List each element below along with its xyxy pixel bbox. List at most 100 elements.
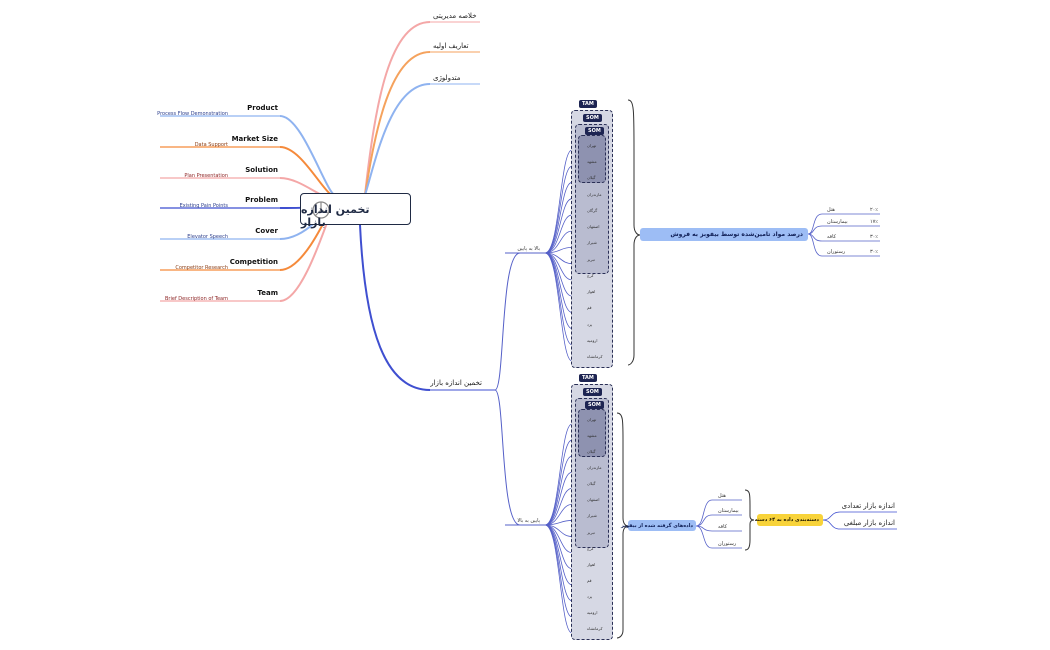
category-0[interactable]: هتل xyxy=(718,493,726,499)
td-city-11[interactable]: یزد xyxy=(587,321,593,327)
bu-city-9[interactable]: اهواز xyxy=(587,561,596,567)
percent-node-label: درصد مواد تامین‌شده توسط بیفوبز به فروش xyxy=(670,231,803,238)
bu-city-8[interactable]: کرج xyxy=(587,545,594,551)
root-title: تخمین اندازه بازار xyxy=(301,203,370,229)
category-3[interactable]: رستوران xyxy=(718,541,737,547)
td-city-9[interactable]: اهواز xyxy=(587,289,596,295)
percent-branch-0 xyxy=(807,213,823,235)
category-bracket xyxy=(744,489,755,551)
market-size-node[interactable]: تخمین اندازه بازار xyxy=(430,379,482,387)
td-city-branch-0 xyxy=(544,149,573,254)
td-city-4[interactable]: گرگان xyxy=(587,207,598,213)
bu-city-branch-3 xyxy=(544,471,573,526)
bu-tag-0: TAM xyxy=(579,374,597,382)
percent-item-1[interactable]: بیمارستان xyxy=(827,219,848,225)
output-1[interactable]: اندازه بازار مبلغی xyxy=(843,519,895,527)
bu-city-11[interactable]: یزد xyxy=(587,593,593,599)
bu-city-1[interactable]: مشهد xyxy=(587,433,597,439)
right-branch-2 xyxy=(364,83,431,196)
percent-item-2[interactable]: کافه xyxy=(827,234,836,240)
category-branch-3 xyxy=(695,525,713,549)
bu-city-12[interactable]: ارومیه xyxy=(587,609,598,615)
bu-city-3[interactable]: مازندران xyxy=(587,465,602,471)
td-city-5[interactable]: اصفهان xyxy=(587,224,600,230)
left-topic-6[interactable]: Team xyxy=(257,289,278,297)
percent-node[interactable]: درصد مواد تامین‌شده توسط بیفوبز به فروش xyxy=(640,228,808,241)
td-city-branch-10 xyxy=(544,252,573,313)
category-2[interactable]: کافه xyxy=(718,524,727,530)
bu-tag-2: SOM xyxy=(585,401,604,409)
td-city-7[interactable]: تبریز xyxy=(587,256,595,262)
td-city-6[interactable]: شیراز xyxy=(587,240,597,246)
bu-city-5[interactable]: اصفهان xyxy=(587,497,600,503)
top-down-branch xyxy=(494,252,521,391)
left-sub-0: Process Flow Demonstration xyxy=(157,111,228,117)
category-branch-1 xyxy=(695,514,713,527)
td-city-13[interactable]: کرمانشاه xyxy=(587,354,603,359)
bottom-up-node[interactable]: پایین به بالا xyxy=(517,518,540,524)
data-source-node[interactable]: داده‌های گرفته شده از بیفوبز xyxy=(621,520,696,531)
bu-city-7[interactable]: تبریز xyxy=(587,529,595,535)
classification-node[interactable]: دسته‌بندی داده به ۶۴ دسته xyxy=(754,514,823,526)
left-topic-4[interactable]: Cover xyxy=(255,227,278,235)
market-branch xyxy=(359,224,431,391)
right-branch-1 xyxy=(364,51,431,196)
td-city-branch-4 xyxy=(544,214,573,254)
pie-chart-icon xyxy=(311,200,331,224)
classification-label: دسته‌بندی داده به ۶۴ دسته xyxy=(754,517,819,523)
bu-city-10[interactable]: قم xyxy=(587,577,592,583)
td-city-12[interactable]: ارومیه xyxy=(587,337,598,343)
output-branch-1 xyxy=(822,519,841,530)
td-bracket xyxy=(627,99,641,366)
left-topic-3[interactable]: Problem xyxy=(245,196,278,204)
right-topic-1[interactable]: تعاریف اولیه xyxy=(433,42,469,50)
bu-city-4[interactable]: گیلان xyxy=(587,481,596,487)
percent-item-3[interactable]: رستوران xyxy=(827,249,846,255)
right-topic-0[interactable]: خلاصه مدیریتی xyxy=(433,12,477,20)
left-sub-1: Data Support xyxy=(194,142,228,148)
td-tag-2: SOM xyxy=(585,127,604,135)
percent-value-1: ۱۷٪ xyxy=(869,219,878,225)
category-1[interactable]: بیمارستان xyxy=(718,508,739,514)
left-sub-2: Plan Presentation xyxy=(184,173,228,179)
td-city-branch-1 xyxy=(544,165,573,254)
bu-city-2[interactable]: گیلان xyxy=(587,449,596,455)
left-topic-5[interactable]: Competition xyxy=(229,258,278,266)
bu-city-branch-5 xyxy=(544,503,573,526)
top-down-node[interactable]: بالا به پایین xyxy=(517,246,540,252)
left-topic-0[interactable]: Product xyxy=(247,104,278,112)
td-city-branch-13 xyxy=(544,252,573,362)
bu-city-branch-1 xyxy=(544,439,573,526)
percent-branch-3 xyxy=(807,233,823,257)
td-city-0[interactable]: تهران xyxy=(587,143,597,148)
td-city-10[interactable]: قم xyxy=(587,305,592,311)
left-sub-4: Elevator Speech xyxy=(187,234,228,240)
output-0[interactable]: اندازه بازار تعدادی xyxy=(841,502,895,510)
root-node[interactable]: تخمین اندازه بازار xyxy=(300,193,411,229)
td-city-1[interactable]: مشهد xyxy=(587,159,597,165)
left-sub-6: Brief Description of Team xyxy=(165,296,228,302)
bu-city-0[interactable]: تهران xyxy=(587,417,597,422)
bu-city-branch-4 xyxy=(544,487,573,526)
output-branch-0 xyxy=(822,511,841,521)
td-som-box xyxy=(578,135,606,183)
left-branch-0 xyxy=(279,115,339,197)
left-topic-1[interactable]: Market Size xyxy=(231,135,278,143)
bu-tag-1: SOM xyxy=(583,388,602,396)
percent-value-3: ۳۰٪ xyxy=(869,249,878,255)
category-branch-0 xyxy=(695,499,713,527)
bu-city-6[interactable]: شیراز xyxy=(587,513,597,519)
td-city-branch-5 xyxy=(544,230,573,254)
bu-city-13[interactable]: کرمانشاه xyxy=(587,626,603,631)
data-source-label: داده‌های گرفته شده از بیفوبز xyxy=(620,523,693,529)
td-city-8[interactable]: کرج xyxy=(587,272,594,278)
left-topic-2[interactable]: Solution xyxy=(245,166,278,174)
left-sub-3: Existing Pain Points xyxy=(179,203,228,209)
right-topic-2[interactable]: متدولوژی xyxy=(433,74,461,82)
td-city-2[interactable]: گیلان xyxy=(587,175,596,181)
percent-item-0[interactable]: هتل xyxy=(827,207,835,213)
right-branch-0 xyxy=(364,21,431,196)
td-city-3[interactable]: مازندران xyxy=(587,191,602,197)
percent-value-0: ۲۰٪ xyxy=(869,207,878,213)
percent-value-2: ۳۰٪ xyxy=(869,234,878,240)
